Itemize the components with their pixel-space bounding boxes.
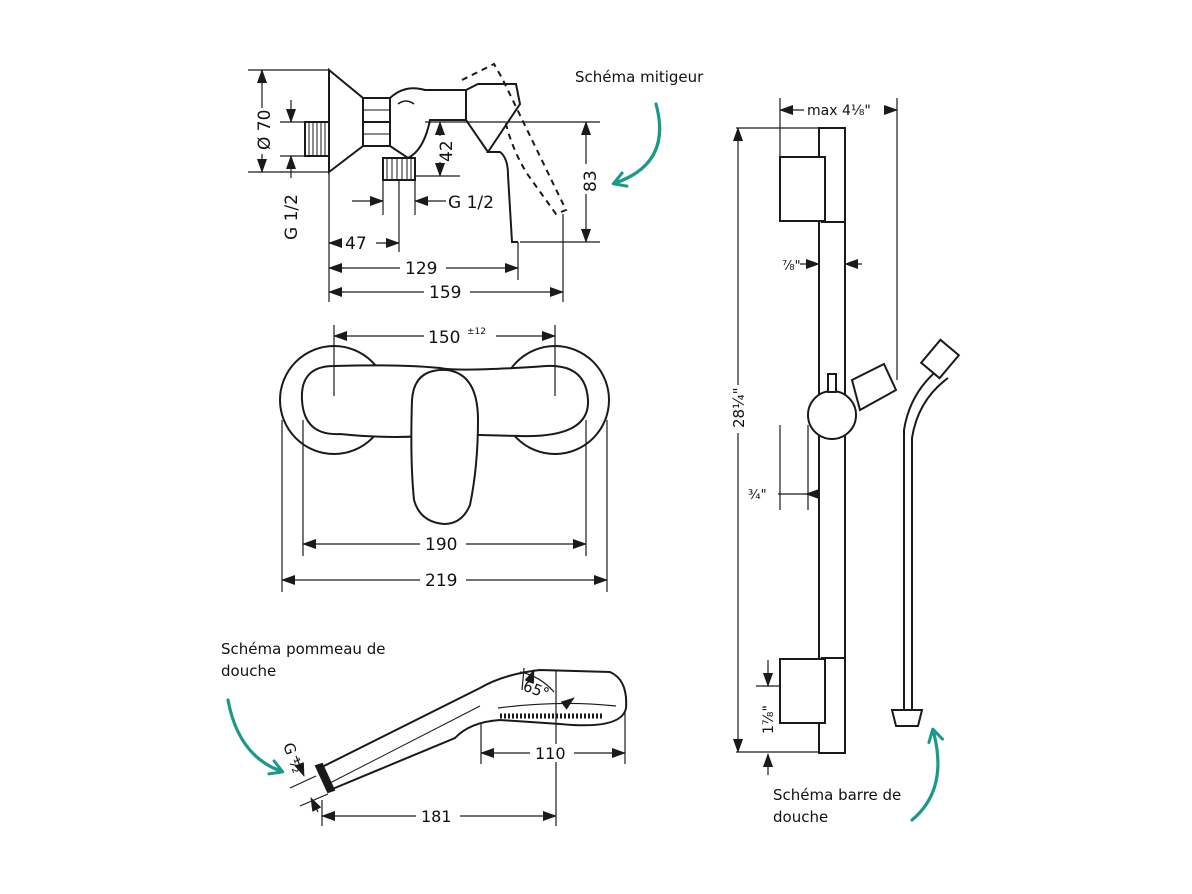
mixer-body bbox=[389, 87, 467, 160]
mixer-side-view bbox=[304, 62, 568, 243]
dim-28-1-4: 28¼" bbox=[730, 387, 748, 428]
mixer-outlet bbox=[382, 157, 416, 181]
dim-159: 159 bbox=[429, 283, 461, 303]
mixer-lever bbox=[465, 83, 522, 243]
shower-bar-dims bbox=[733, 98, 898, 775]
mixer-front-view bbox=[279, 345, 610, 526]
handshower-view bbox=[314, 668, 628, 794]
hose-line-1 bbox=[903, 367, 941, 710]
label-handshower-diagram: Schéma pommeau de douche bbox=[221, 640, 386, 680]
shower-bar-texts: max 4⅛" ⅞" 28¼" ¾" 1⅞" bbox=[728, 100, 884, 734]
dim-150: 150 bbox=[428, 328, 460, 348]
dim-110: 110 bbox=[535, 744, 566, 763]
callout-arrows bbox=[226, 102, 944, 822]
shower-bar-view bbox=[779, 127, 961, 754]
label-mixer-diagram: Schéma mitigeur bbox=[575, 68, 704, 86]
mixer-side-texts: Ø 70 G 1/2 42 83 G 1/2 47 129 159 bbox=[250, 108, 601, 303]
dim-3-4: ¾" bbox=[748, 488, 767, 503]
hose-bottom-connector bbox=[890, 709, 924, 727]
dim-diameter-70: Ø 70 bbox=[255, 110, 275, 150]
mixer-flange bbox=[328, 67, 364, 175]
arrow-curve-icon bbox=[611, 102, 662, 188]
dim-83: 83 bbox=[581, 170, 601, 192]
dim-190: 190 bbox=[425, 535, 457, 555]
hose-line-2 bbox=[911, 377, 949, 710]
dim-42: 42 bbox=[437, 140, 457, 162]
dim-g12-outlet: G 1/2 bbox=[448, 193, 494, 213]
handshower-body bbox=[318, 668, 628, 792]
label-bar-diagram: Schéma barre de douche bbox=[773, 786, 902, 826]
arrow-curve-icon bbox=[226, 698, 285, 776]
handshower-dims bbox=[289, 667, 626, 826]
dim-150-tolerance: ±12 bbox=[467, 327, 486, 337]
handshower-texts: G ½ 65° 110 181 bbox=[279, 677, 574, 826]
bar-slider bbox=[807, 390, 857, 440]
dim-g12-handshower: G ½ bbox=[279, 740, 306, 775]
bar-holder bbox=[850, 362, 898, 412]
dim-thread-g12: G 1/2 bbox=[282, 194, 302, 240]
front-lever bbox=[410, 368, 480, 526]
arrow-curve-icon bbox=[910, 727, 944, 822]
handshower-thread bbox=[314, 762, 336, 794]
mixer-front-texts: 150 ±12 190 219 bbox=[420, 326, 496, 591]
dim-219: 219 bbox=[425, 571, 457, 591]
dim-181: 181 bbox=[421, 807, 452, 826]
dim-1-7-8: 1⅞" bbox=[761, 705, 777, 734]
bar-bottom-bracket bbox=[779, 658, 826, 724]
bar-top-bracket bbox=[779, 156, 826, 222]
dim-129: 129 bbox=[405, 259, 437, 279]
dim-max-4-1-8: max 4⅛" bbox=[807, 103, 871, 119]
bar-rail bbox=[818, 127, 846, 754]
dim-7-8: ⅞" bbox=[782, 259, 801, 274]
dim-47: 47 bbox=[345, 234, 367, 254]
mixer-lever-dashed bbox=[461, 62, 568, 216]
hose-top-connector bbox=[919, 338, 961, 380]
dim-angle-65: 65° bbox=[521, 677, 552, 703]
